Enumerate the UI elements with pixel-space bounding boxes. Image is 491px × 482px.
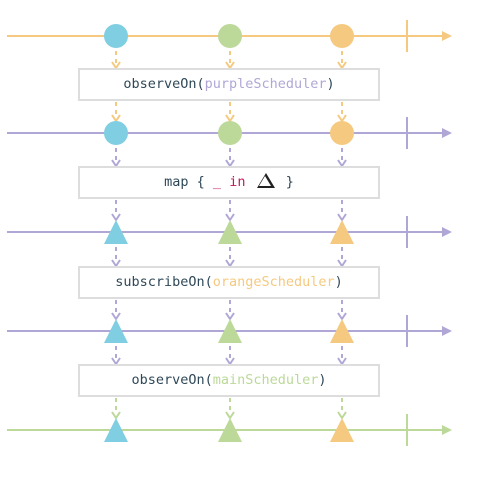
output-arrow-1-2-head	[337, 213, 347, 222]
output-arrow-3-1-head	[225, 411, 235, 420]
timeline-arrowhead-2	[442, 227, 452, 237]
marble-triangle-4-2	[330, 418, 354, 442]
marble-circle-0-0	[104, 24, 128, 48]
output-arrow-3-0-head	[111, 411, 121, 420]
marble-circle-0-2	[330, 24, 354, 48]
marble-triangle-3-1	[218, 319, 242, 343]
timeline-arrowhead-0	[442, 31, 452, 41]
input-arrow-2-2-head	[337, 259, 347, 268]
output-arrow-1-1-head	[225, 213, 235, 222]
timeline-arrowhead-4	[442, 425, 452, 435]
operator-box-1	[78, 166, 380, 199]
marble-circle-1-1	[218, 121, 242, 145]
operator-box-0	[78, 68, 380, 101]
marble-circle-1-0	[104, 121, 128, 145]
timeline-arrowhead-1	[442, 128, 452, 138]
input-arrow-2-0-head	[111, 259, 121, 268]
marble-circle-0-1	[218, 24, 242, 48]
input-arrow-1-0-head	[111, 159, 121, 168]
output-arrow-2-2-head	[337, 312, 347, 321]
input-arrow-1-1-head	[225, 159, 235, 168]
output-arrow-2-1-head	[225, 312, 235, 321]
output-arrow-0-2-head	[337, 114, 347, 123]
output-arrow-1-0-head	[111, 213, 121, 222]
input-arrow-3-0-head	[111, 357, 121, 366]
output-arrow-0-0-head	[111, 114, 121, 123]
input-arrow-2-1-head	[225, 259, 235, 268]
marble-triangle-2-0	[104, 220, 128, 244]
marble-triangle-2-2	[330, 220, 354, 244]
marble-triangle-3-0	[104, 319, 128, 343]
input-arrow-3-2-head	[337, 357, 347, 366]
operator-box-3	[78, 364, 380, 397]
output-arrow-3-2-head	[337, 411, 347, 420]
marble-circle-1-2	[330, 121, 354, 145]
timeline-arrowhead-3	[442, 326, 452, 336]
input-arrow-3-1-head	[225, 357, 235, 366]
marble-triangle-4-1	[218, 418, 242, 442]
output-arrow-2-0-head	[111, 312, 121, 321]
marble-triangle-4-0	[104, 418, 128, 442]
input-arrow-1-2-head	[337, 159, 347, 168]
operator-box-2	[78, 266, 380, 299]
output-arrow-0-1-head	[225, 114, 235, 123]
marble-triangle-2-1	[218, 220, 242, 244]
marble-triangle-3-2	[330, 319, 354, 343]
